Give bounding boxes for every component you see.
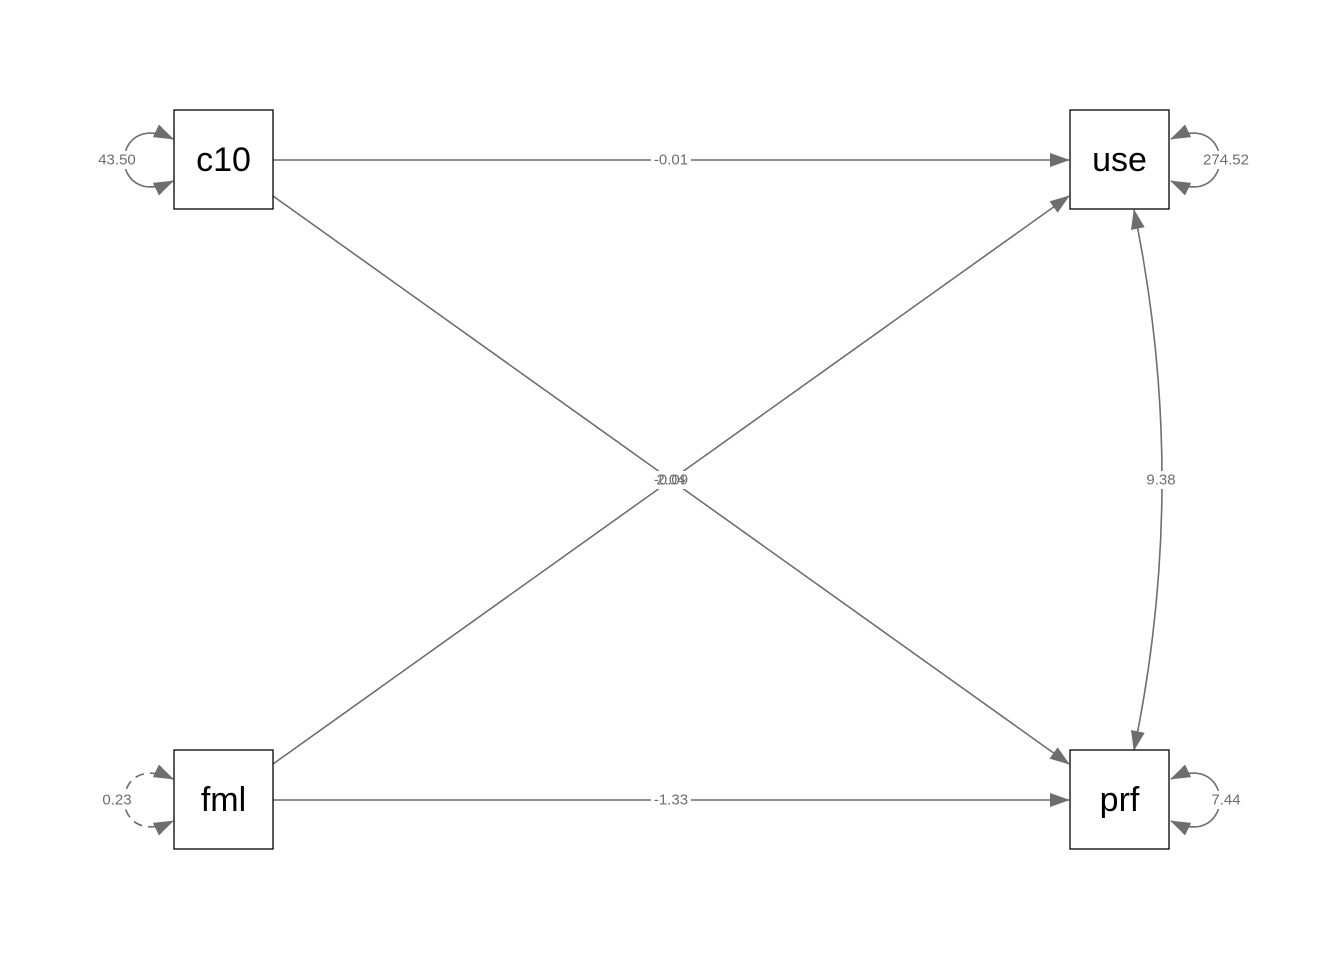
node-c10: c10	[173, 109, 274, 210]
label-group-var-prf: 7.44	[1209, 791, 1243, 809]
node-label-c10: c10	[196, 141, 251, 179]
label-group-var-c10: 43.50	[97, 151, 137, 169]
label-group-var-fml: 0.23	[100, 791, 134, 809]
variance-label-c10: 43.50	[98, 152, 136, 169]
variance-label-prf: 7.44	[1211, 792, 1240, 809]
node-box-c10	[173, 109, 274, 210]
label-group-fml-prf: -1.33	[651, 791, 691, 809]
covariance-label-use-prf: 9.38	[1146, 472, 1175, 489]
label-group-var-use: 274.52	[1201, 151, 1251, 169]
node-prf: prf	[1069, 749, 1170, 850]
path-label-fml-prf: -1.33	[654, 792, 688, 809]
path-label-fml-use: 2.04	[656, 472, 685, 489]
path-label-c10-use: -0.01	[654, 152, 688, 169]
node-box-prf	[1069, 749, 1170, 850]
nodes: c10 use fml prf	[173, 109, 1170, 850]
variance-label-fml: 0.23	[102, 792, 131, 809]
edge-labels: -0.01 -1.33 -0.09 2.04 9.38 43.50 274.52…	[97, 151, 1251, 809]
node-box-use	[1069, 109, 1170, 210]
node-label-prf: prf	[1100, 781, 1140, 819]
node-box-fml	[173, 749, 274, 850]
path-label-c10-prf: -0.09	[654, 472, 688, 489]
variance-label-use: 274.52	[1203, 152, 1249, 169]
node-fml: fml	[173, 749, 274, 850]
node-use: use	[1069, 109, 1170, 210]
label-group-use-prf: 9.38	[1143, 471, 1179, 489]
node-label-use: use	[1092, 141, 1147, 179]
label-group-c10-use: -0.01	[651, 151, 691, 169]
node-label-fml: fml	[201, 781, 246, 819]
label-group-crossing: -0.09 2.04	[651, 471, 691, 489]
